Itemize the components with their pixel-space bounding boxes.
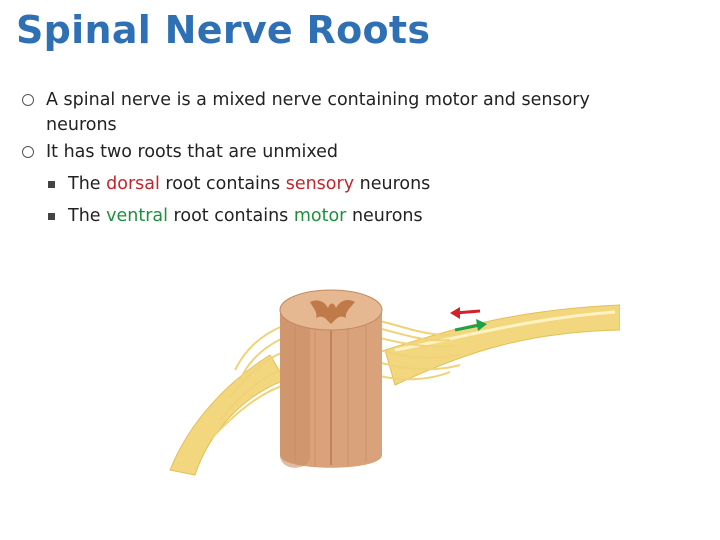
sensory-term: sensory [285, 174, 355, 194]
sub-bullet-text: neurons [346, 206, 423, 226]
bullet-list: A spinal nerve is a mixed nerve containi… [22, 88, 662, 229]
arrow-right-icon [454, 319, 487, 332]
bullet-text: It has two roots that are unmixed [46, 142, 339, 162]
square-icon [48, 181, 55, 188]
sub-bullet-text: The [68, 206, 107, 226]
sub-bullet-text: The [68, 174, 107, 194]
bullet-text: A spinal nerve is a mixed nerve containi… [46, 90, 590, 135]
motor-term: motor [293, 206, 347, 226]
hollow-circle-icon [22, 146, 34, 158]
spinal-nerve-illustration [169, 289, 620, 476]
dorsal-term: dorsal [106, 174, 160, 194]
bullet-item: A spinal nerve is a mixed nerve containi… [22, 88, 662, 138]
gray-matter [310, 300, 355, 324]
hollow-circle-icon [22, 94, 34, 106]
spinal-cord [279, 289, 383, 468]
arrow-left-icon [450, 307, 481, 319]
square-icon [48, 213, 55, 220]
left-nerve [169, 354, 286, 476]
sub-bullet-text: root contains [167, 206, 294, 226]
spinal-nerve [384, 304, 620, 386]
sub-bullet-text: neurons [354, 174, 431, 194]
rootlet-fibers-left [209, 324, 288, 441]
sub-bullet-item-ventral: The ventral root contains motor neurons [22, 204, 662, 229]
slide-title: Spinal Nerve Roots [16, 8, 431, 52]
bullet-item: It has two roots that are unmixed [22, 140, 662, 165]
ventral-term: ventral [106, 206, 168, 226]
sub-bullet-text: root contains [159, 174, 286, 194]
sub-bullet-item-dorsal: The dorsal root contains sensory neurons [22, 172, 662, 197]
